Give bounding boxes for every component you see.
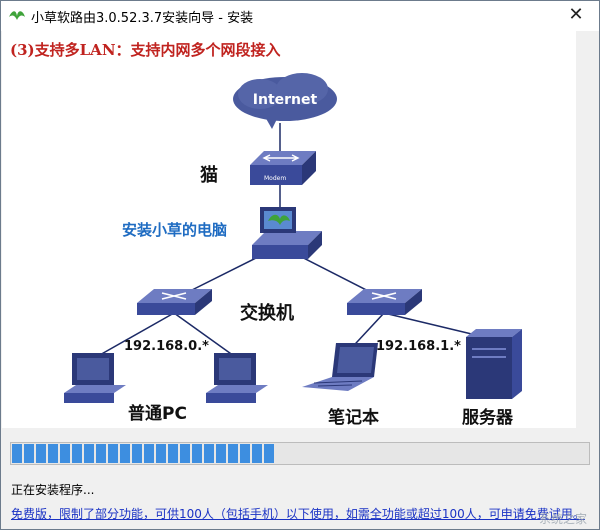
right-switch-icon bbox=[347, 289, 422, 315]
feature-headline: (3)支持多LAN：支持内网多个网段接入 bbox=[10, 41, 281, 59]
left-switch-icon bbox=[137, 289, 212, 315]
progress-segment bbox=[12, 444, 22, 463]
progress-segment bbox=[24, 444, 34, 463]
close-icon: ✕ bbox=[568, 4, 584, 25]
progress-segment bbox=[84, 444, 94, 463]
pc-right-icon bbox=[206, 353, 268, 403]
window-title: 小草软路由3.0.52.3.7安装向导 - 安装 bbox=[31, 11, 254, 26]
laptop-icon bbox=[302, 343, 378, 391]
subnet-left-label: 192.168.0.* bbox=[124, 339, 209, 354]
progress-segment bbox=[36, 444, 46, 463]
progress-segment bbox=[252, 444, 262, 463]
server-icon bbox=[466, 329, 522, 399]
progress-segment bbox=[240, 444, 250, 463]
progress-segment bbox=[228, 444, 238, 463]
progress-fill bbox=[12, 444, 274, 463]
progress-bar bbox=[10, 442, 590, 465]
progress-segment bbox=[180, 444, 190, 463]
switch-label: 交换机 bbox=[240, 302, 294, 324]
close-button[interactable]: ✕ bbox=[553, 1, 599, 31]
progress-segment bbox=[96, 444, 106, 463]
modem-icon bbox=[250, 151, 316, 185]
license-notice-link[interactable]: 免费版，限制了部分功能，可供100人（包括手机）以下使用，如需全功能或超过100… bbox=[11, 507, 585, 521]
server-label: 服务器 bbox=[462, 407, 514, 428]
watermark-text: 系统之家 bbox=[538, 512, 587, 526]
title-bar: 小草软路由3.0.52.3.7安装向导 - 安装 ✕ bbox=[1, 1, 599, 31]
progress-segment bbox=[60, 444, 70, 463]
progress-segment bbox=[168, 444, 178, 463]
subnet-right-label: 192.168.1.* bbox=[376, 339, 461, 354]
progress-segment bbox=[144, 444, 154, 463]
progress-segment bbox=[132, 444, 142, 463]
progress-segment bbox=[48, 444, 58, 463]
progress-segment bbox=[216, 444, 226, 463]
progress-segment bbox=[156, 444, 166, 463]
scrollbar[interactable] bbox=[577, 31, 598, 428]
progress-segment bbox=[108, 444, 118, 463]
laptop-label: 笔记本 bbox=[328, 407, 379, 428]
wizard-content: Internet Modem 猫 安装小草的电脑 bbox=[2, 31, 576, 428]
progress-segment bbox=[120, 444, 130, 463]
host-label: 安装小草的电脑 bbox=[122, 221, 227, 239]
internet-cloud-icon bbox=[233, 73, 337, 129]
pc-left-icon bbox=[64, 353, 126, 403]
progress-segment bbox=[264, 444, 274, 463]
network-diagram: Internet Modem 猫 安装小草的电脑 bbox=[64, 73, 522, 428]
progress-segment bbox=[204, 444, 214, 463]
leaf-icon bbox=[9, 11, 25, 20]
pc-label: 普通PC bbox=[128, 403, 187, 424]
status-text: 正在安装程序... bbox=[11, 483, 95, 497]
internet-label: Internet bbox=[253, 92, 318, 108]
modem-tag: Modem bbox=[264, 175, 286, 182]
progress-segment bbox=[192, 444, 202, 463]
modem-label: 猫 bbox=[200, 164, 218, 186]
progress-segment bbox=[72, 444, 82, 463]
host-computer-icon bbox=[252, 207, 322, 259]
